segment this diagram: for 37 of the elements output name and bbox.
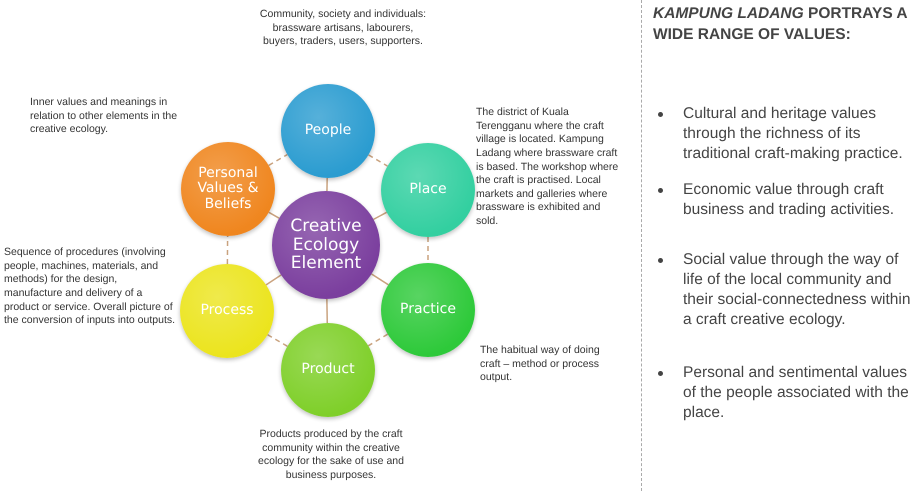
bullet-item: Social value through the way of life of the local community and their social-connectedness within a craft creative ecology. bbox=[653, 250, 911, 331]
element-circle bbox=[180, 264, 274, 358]
element-circle bbox=[381, 263, 475, 357]
node-label: Practice bbox=[399, 300, 457, 320]
node-label: Personal Values & Beliefs bbox=[196, 164, 260, 214]
description-text: The district of Kuala Terengganu where the craft village is located. Kampung Ladang where brassware craft is based. The workshop where the craft is practised. Local markets and galleries where brassware is exhibited and sold. bbox=[476, 106, 620, 229]
connector-line bbox=[371, 273, 389, 286]
dashed-connector bbox=[368, 154, 388, 167]
node-label: Process bbox=[199, 301, 255, 320]
description-text: Community, society and individuals: brassware artisans, labourers, buyers, traders, users, supporters. bbox=[258, 8, 428, 49]
connector-line bbox=[326, 298, 328, 324]
dashed-connector bbox=[368, 334, 388, 346]
description-text: Inner values and meanings in relation to other elements in the creative ecology. bbox=[30, 96, 178, 137]
dashed-connector bbox=[427, 237, 429, 263]
element-circle bbox=[181, 142, 275, 236]
element-circle bbox=[381, 143, 475, 237]
node-label: Place bbox=[408, 180, 448, 200]
panel-heading: KAMPUNG LADANG PORTRAYS A WIDE RANGE OF VALUES: bbox=[653, 4, 908, 45]
bullet-item: Personal and sentimental values of the people associated with the place. bbox=[653, 363, 911, 424]
connector-line bbox=[326, 178, 328, 192]
bullet-item: Economic value through craft business and trading activities. bbox=[653, 180, 911, 220]
connector-line bbox=[373, 212, 387, 220]
dashed-connector bbox=[268, 154, 288, 166]
description-text: Products produced by the craft community within the creative ecology for the sake of use and business purposes. bbox=[257, 428, 405, 483]
dashed-connector bbox=[226, 236, 228, 264]
connector-line bbox=[266, 274, 282, 286]
dashed-connector bbox=[267, 334, 288, 347]
bullet-item: Cultural and heritage values through the richness of its traditional craft-making practice. bbox=[653, 104, 911, 164]
node-label: People bbox=[304, 121, 352, 140]
node-label: Creative Ecology Element bbox=[289, 214, 363, 276]
description-text: Sequence of procedures (involving people, machines, materials, and methods) for the design, manufacture and delivery of a product or service. Overall picture of the conversion of inputs into outputs. bbox=[4, 246, 176, 328]
center-circle bbox=[272, 191, 380, 299]
element-circle bbox=[281, 323, 375, 417]
description-text: The habitual way of doing craft – method or process output. bbox=[480, 344, 601, 385]
node-label: Product bbox=[300, 360, 356, 380]
element-circle bbox=[281, 84, 375, 178]
connector-line bbox=[268, 212, 280, 219]
